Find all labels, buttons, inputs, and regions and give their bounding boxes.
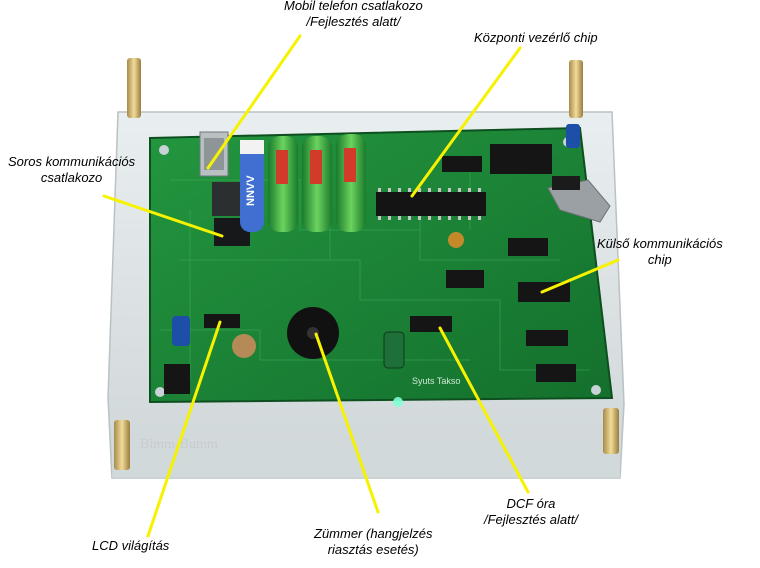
label-zummer: Zümmer (hangjelzés riasztás esetés) (314, 526, 433, 558)
label-kulso-line2: chip (647, 252, 672, 267)
central-control-chip (376, 188, 486, 220)
brass-standoffs (114, 58, 619, 470)
callout-line-zummer (314, 332, 380, 514)
callout-line-kulso (540, 258, 620, 294)
callout-line-soros (102, 194, 224, 238)
label-lcd: LCD világítás (92, 538, 169, 554)
led-indicator (393, 397, 403, 407)
label-dcf-line1: DCF óra (506, 496, 556, 511)
label-dcf-line2: /Fejlesztés alatt/ (484, 512, 578, 527)
label-soros: Soros kommunikációs csatlakozo (8, 154, 135, 186)
standoff-bottom-left (114, 420, 130, 470)
callout-line-mobil (206, 34, 302, 170)
label-zummer-line2: riasztás esetés) (327, 542, 419, 557)
standoff-top-right (569, 60, 583, 118)
label-kulso: Külső kommunikációs chip (597, 236, 723, 268)
ribbon-cable (547, 176, 611, 223)
standoff-top-left (127, 58, 141, 118)
serial-db9-connector (199, 131, 229, 177)
callout-line-dcf (438, 326, 530, 494)
battery-blue (240, 140, 264, 232)
label-zummer-line1: Zümmer (hangjelzés (314, 526, 433, 541)
label-kulso-line1: Külső kommunikációs (597, 236, 723, 251)
silkscreen-text: Syuts Takso (412, 376, 460, 386)
battery-3 (336, 134, 366, 232)
label-soros-line2: csatlakozo (40, 170, 103, 185)
label-dcf: DCF óra /Fejlesztés alatt/ (484, 496, 578, 528)
callout-line-kozponti (410, 46, 522, 198)
label-mobil-line2: /Fejlesztés alatt/ (306, 14, 401, 29)
callout-lines (102, 34, 620, 538)
buzzer (287, 307, 339, 359)
label-mobil-line1: Mobil telefon csatlakozo (284, 0, 423, 13)
battery-pack: NNVV (240, 134, 366, 232)
battery-brand-text: NNVV (245, 175, 257, 206)
callout-line-lcd (146, 320, 222, 538)
label-kozponti: Központi vezérlő chip (474, 30, 598, 46)
standoff-bottom-right (603, 408, 619, 454)
label-lcd-line1: LCD világítás (92, 538, 170, 553)
capacitors (172, 124, 580, 369)
label-soros-line1: Soros kommunikációs (8, 154, 136, 169)
label-mobil: Mobil telefon csatlakozo /Fejlesztés ala… (284, 0, 423, 30)
label-kozponti-line1: Központi vezérlő chip (474, 30, 598, 45)
